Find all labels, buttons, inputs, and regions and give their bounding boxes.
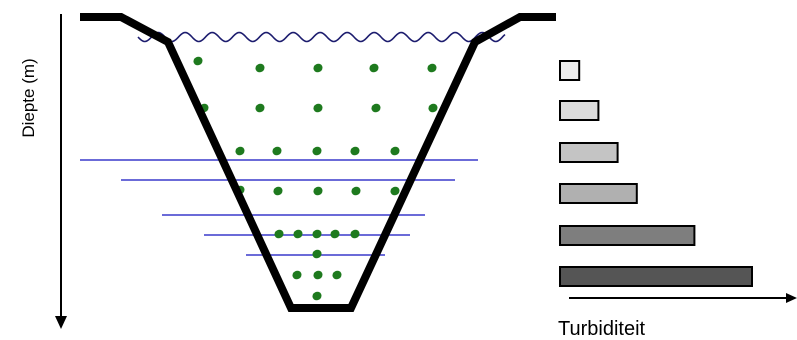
arrow-down-icon — [55, 316, 67, 329]
particle — [330, 229, 340, 239]
particle — [428, 103, 438, 113]
particle — [235, 146, 245, 156]
particle — [255, 103, 265, 113]
turbidity-bar-4 — [559, 183, 638, 204]
turbidity-bar-1 — [559, 60, 581, 81]
particle — [350, 146, 360, 156]
turbidity-bar-6 — [559, 266, 753, 287]
turbidity-axis-label: Turbiditeit — [558, 318, 646, 340]
particle — [369, 63, 379, 73]
particle — [351, 186, 361, 196]
depth-axis-label: Diepte (m) — [19, 58, 38, 137]
particle — [292, 270, 302, 280]
layer-boundaries — [80, 159, 478, 256]
particle — [273, 186, 283, 196]
particle — [312, 229, 322, 239]
particle — [332, 270, 342, 280]
particle — [313, 186, 323, 196]
turbidity-bar-3 — [559, 142, 619, 163]
particle — [272, 146, 282, 156]
particle — [313, 103, 323, 113]
particle — [371, 103, 381, 113]
particle — [312, 249, 322, 259]
turbidity-bar-2 — [559, 100, 600, 121]
particle — [313, 270, 323, 280]
particle — [274, 229, 284, 239]
particle — [255, 63, 265, 73]
particle — [312, 291, 322, 301]
turbidity-axis: Turbiditeit — [558, 293, 797, 340]
particle — [350, 229, 360, 239]
particle — [313, 63, 323, 73]
particle — [293, 229, 303, 239]
water-surface — [137, 31, 506, 43]
particle — [390, 186, 400, 196]
particle — [390, 146, 400, 156]
turbidity-bars — [559, 60, 753, 287]
basin-outline — [80, 13, 556, 312]
particle — [312, 146, 322, 156]
particle-group — [193, 56, 438, 301]
particle — [193, 56, 203, 66]
arrow-right-icon — [786, 293, 797, 303]
turbidity-bar-5 — [559, 225, 696, 246]
particle — [427, 63, 437, 73]
depth-axis: Diepte (m) — [19, 14, 67, 329]
